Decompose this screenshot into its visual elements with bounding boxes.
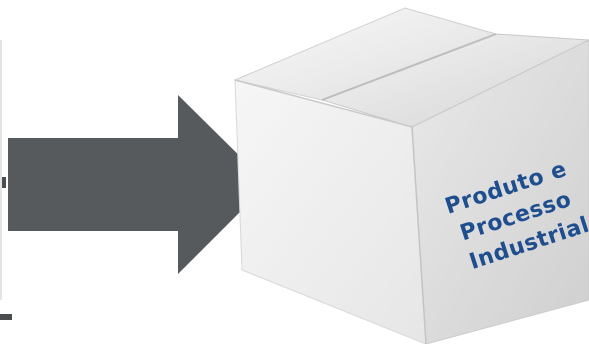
box-tape-seam: [321, 33, 497, 101]
cardboard-box-icon: Produto e Processo Industrial: [233, 7, 589, 344]
left-connector-lines: [0, 40, 12, 320]
box-vertical-edge: [411, 126, 427, 344]
connector-bottom-line: [0, 314, 12, 320]
right-arrow-icon: [8, 95, 268, 274]
arrow-shape: [8, 95, 268, 274]
connector-top-line: [0, 177, 6, 188]
box-top-edge-highlight: [234, 79, 413, 128]
